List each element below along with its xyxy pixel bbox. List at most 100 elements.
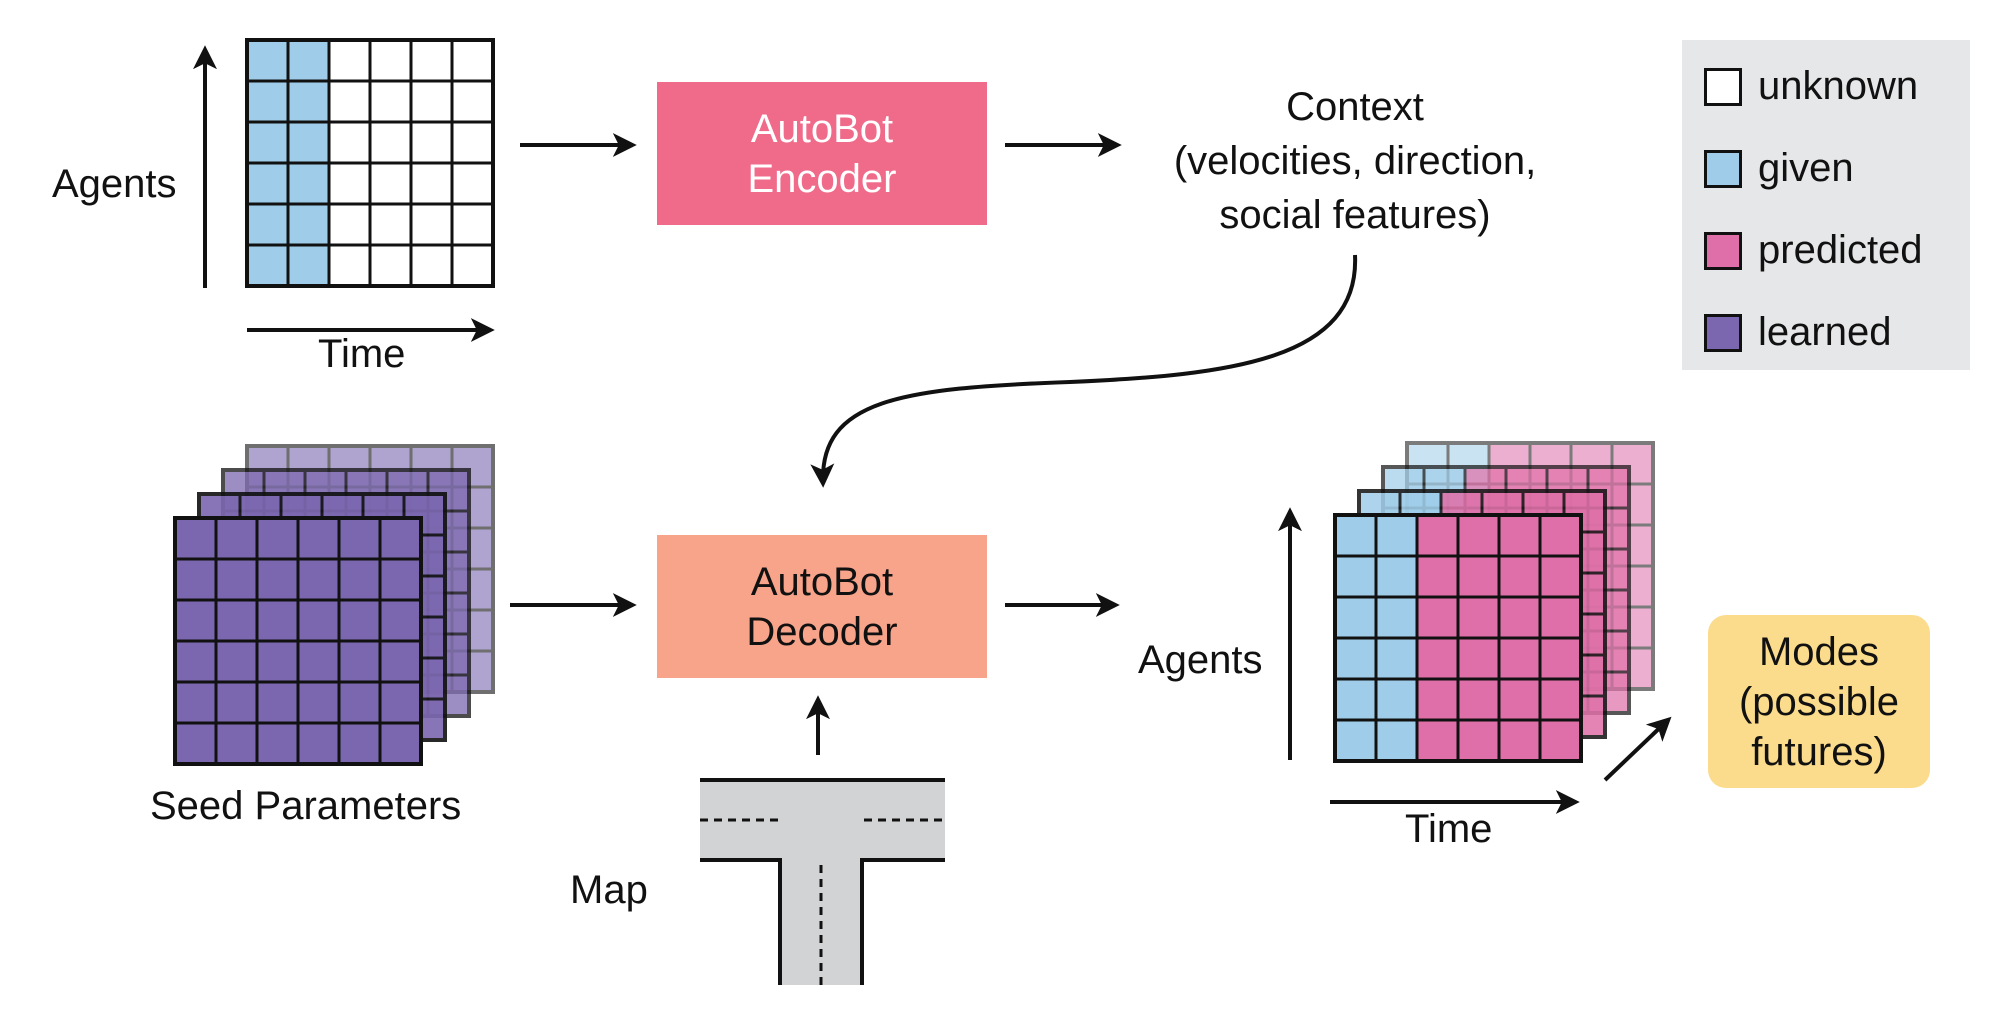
grid-cell xyxy=(286,243,331,288)
grid-cell xyxy=(286,161,331,206)
grid-cell xyxy=(255,639,300,684)
decoder-line1: AutoBot xyxy=(750,559,894,604)
input-time-label: Time xyxy=(318,332,406,376)
map-label: Map xyxy=(570,868,648,912)
grid-cell xyxy=(378,557,423,602)
arrow-context-to-decoder xyxy=(810,254,1358,488)
grid-cell xyxy=(327,161,372,206)
grid-cell xyxy=(327,38,372,83)
legend-swatch-given xyxy=(1704,149,1742,188)
grid-cell xyxy=(255,680,300,725)
grid-cell xyxy=(337,557,382,602)
grid-cell xyxy=(1538,636,1583,681)
grid-cell xyxy=(286,120,331,165)
grid-cell xyxy=(1456,513,1501,558)
grid-cell xyxy=(286,38,331,83)
autobot-encoder-box: AutoBot Encoder xyxy=(657,82,987,225)
grid-cell xyxy=(1374,636,1419,681)
map-icon xyxy=(700,778,945,985)
grid-cell xyxy=(1374,677,1419,722)
grid-cell xyxy=(337,516,382,561)
decoder-line2: Decoder xyxy=(746,609,898,654)
grid-cell xyxy=(409,79,454,124)
grid-cell xyxy=(378,598,423,643)
seed-parameters-stack xyxy=(173,444,495,766)
grid-cell xyxy=(255,721,300,766)
legend-swatch-unknown xyxy=(1704,67,1742,106)
grid-cell xyxy=(378,680,423,725)
grid-cell xyxy=(327,243,372,288)
arrow-output-to-modes xyxy=(1603,716,1672,782)
legend-item-learned: learned xyxy=(1704,310,1891,355)
grid-frame xyxy=(1333,513,1583,763)
grid-cell xyxy=(245,79,290,124)
grid-cell xyxy=(255,598,300,643)
grid-cell xyxy=(1415,677,1460,722)
grid-cell xyxy=(368,202,413,247)
grid-cell xyxy=(1538,677,1583,722)
map-road-left-edge xyxy=(700,858,782,985)
output-grid-stack xyxy=(1333,441,1655,763)
output-time-label: Time xyxy=(1405,807,1493,851)
grid-cell xyxy=(327,120,372,165)
grid-cell xyxy=(1497,513,1542,558)
legend-label-learned: learned xyxy=(1758,310,1892,354)
grid-cell xyxy=(296,598,341,643)
grid-cell xyxy=(450,120,495,165)
grid-cell xyxy=(1333,513,1378,558)
grid-cell xyxy=(1456,718,1501,763)
grid-frame xyxy=(173,516,423,766)
grid-cell xyxy=(245,202,290,247)
modes-line3: futures) xyxy=(1751,729,1887,774)
legend-swatch-predicted xyxy=(1704,231,1742,270)
grid-cell xyxy=(296,557,341,602)
grid-cell xyxy=(368,243,413,288)
grid-cell xyxy=(173,680,218,725)
seed-parameters-label: Seed Parameters xyxy=(150,784,462,828)
modes-line2: (possible xyxy=(1738,679,1900,724)
grid-cell xyxy=(337,598,382,643)
grid-cell xyxy=(327,202,372,247)
grid-cell xyxy=(1415,636,1460,681)
grid-cell xyxy=(337,639,382,684)
grid-cell xyxy=(1497,636,1542,681)
grid-cell xyxy=(1333,554,1378,599)
grid-cell xyxy=(1374,595,1419,640)
grid-cell xyxy=(173,598,218,643)
grid-cell xyxy=(173,639,218,684)
context-line2: (velocities, direction, xyxy=(1173,139,1537,183)
grid-cell xyxy=(296,639,341,684)
grid-cell xyxy=(450,38,495,83)
grid-frame xyxy=(245,38,495,288)
grid-cell xyxy=(378,721,423,766)
grid-cell xyxy=(1538,513,1583,558)
grid-cell xyxy=(337,721,382,766)
grid-cell xyxy=(450,202,495,247)
grid-cell xyxy=(245,120,290,165)
grid-cell xyxy=(409,120,454,165)
grid-cell xyxy=(1415,513,1460,558)
grid-cell xyxy=(1538,554,1583,599)
seed-layer-1 xyxy=(173,516,423,766)
grid-cell xyxy=(1415,718,1460,763)
grid-cell xyxy=(368,161,413,206)
grid-cell xyxy=(368,120,413,165)
grid-cell xyxy=(1497,718,1542,763)
grid-cell xyxy=(1497,595,1542,640)
grid-cell xyxy=(296,680,341,725)
legend-label-unknown: unknown xyxy=(1758,64,1919,108)
grid-cell xyxy=(214,721,259,766)
grid-cell xyxy=(327,79,372,124)
grid-cell xyxy=(450,79,495,124)
grid-cell xyxy=(1456,554,1501,599)
grid-cell xyxy=(1456,636,1501,681)
legend-item-given: given xyxy=(1704,146,1854,191)
grid-cell xyxy=(1538,595,1583,640)
grid-cell xyxy=(1415,595,1460,640)
grid-cell xyxy=(1333,636,1378,681)
grid-cell xyxy=(214,557,259,602)
grid-cell xyxy=(1333,595,1378,640)
legend-item-predicted: predicted xyxy=(1704,228,1923,273)
